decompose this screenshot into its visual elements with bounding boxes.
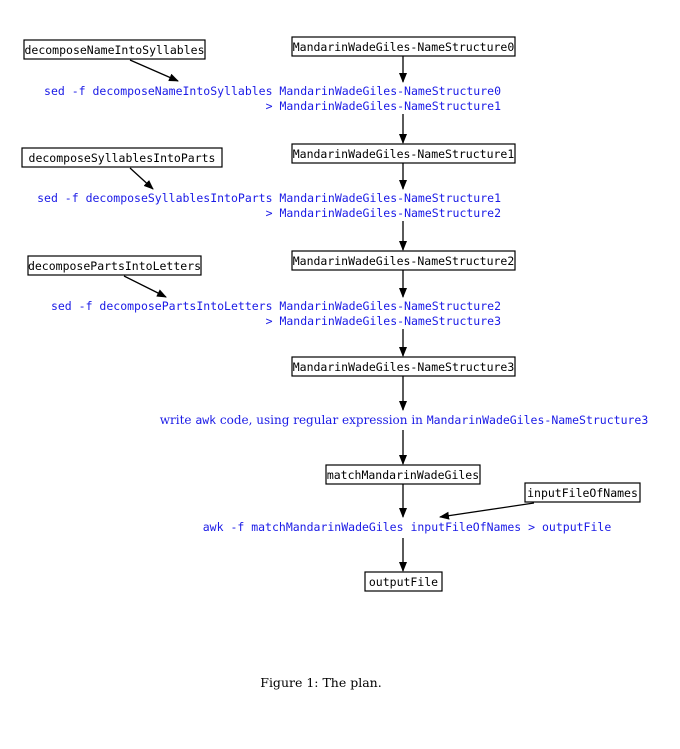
command-sed2-line2: > MandarinWadeGiles-NameStructure2 [266,206,501,220]
node-match: matchMandarinWadeGiles [325,464,481,485]
node-output-file: outputFile [364,571,443,592]
node-structure3-label: MandarinWadeGiles-NameStructure3 [293,360,515,374]
figure-caption: Figure 1: The plan. [260,675,381,690]
command-sed3-line1: sed -f decomposePartsIntoLetters Mandari… [51,299,501,313]
command-sed1-line1: sed -f decomposeNameIntoSyllables Mandar… [44,84,501,98]
write-prefix: write [160,413,196,427]
node-structure0: MandarinWadeGiles-NameStructure0 [291,36,516,57]
node-decompose-name: decomposeNameIntoSyllables [23,39,206,60]
command-sed2-line1: sed -f decomposeSyllablesIntoParts Manda… [37,191,501,205]
node-input-file: inputFileOfNames [524,482,641,503]
node-input-file-label: inputFileOfNames [527,486,638,500]
node-decompose-name-label: decomposeNameIntoSyllables [24,43,204,57]
command-sed1-line2: > MandarinWadeGiles-NameStructure1 [266,99,501,113]
node-structure3: MandarinWadeGiles-NameStructure3 [291,356,516,377]
write-target: MandarinWadeGiles-NameStructure3 [427,413,649,427]
write-awk-keyword: awk [195,413,216,427]
node-structure2-label: MandarinWadeGiles-NameStructure2 [293,254,515,268]
command-awk: awk -f matchMandarinWadeGiles inputFileO… [203,520,612,534]
node-output-file-label: outputFile [369,575,438,589]
node-structure2: MandarinWadeGiles-NameStructure2 [291,250,516,271]
node-match-label: matchMandarinWadeGiles [327,468,479,482]
node-structure1-label: MandarinWadeGiles-NameStructure1 [293,147,515,161]
node-decompose-syllables-label: decomposeSyllablesIntoParts [29,151,216,165]
node-decompose-parts: decomposePartsIntoLetters [27,255,202,276]
edge-decompose-name-to-sed1 [129,59,179,82]
command-write-awk: write awk code, using regular expression… [160,413,649,427]
write-middle: code, using regular expression in [216,413,427,427]
node-structure0-label: MandarinWadeGiles-NameStructure0 [293,40,515,54]
node-decompose-syllables: decomposeSyllablesIntoParts [21,147,223,168]
edge-input-to-awk [439,502,535,520]
edge-decompose-parts-to-sed3 [123,275,167,298]
command-sed3-line2: > MandarinWadeGiles-NameStructure3 [266,314,501,328]
node-decompose-parts-label: decomposePartsIntoLetters [28,259,201,273]
edge-decompose-syllables-to-sed2 [129,167,154,190]
node-structure1: MandarinWadeGiles-NameStructure1 [291,143,516,164]
